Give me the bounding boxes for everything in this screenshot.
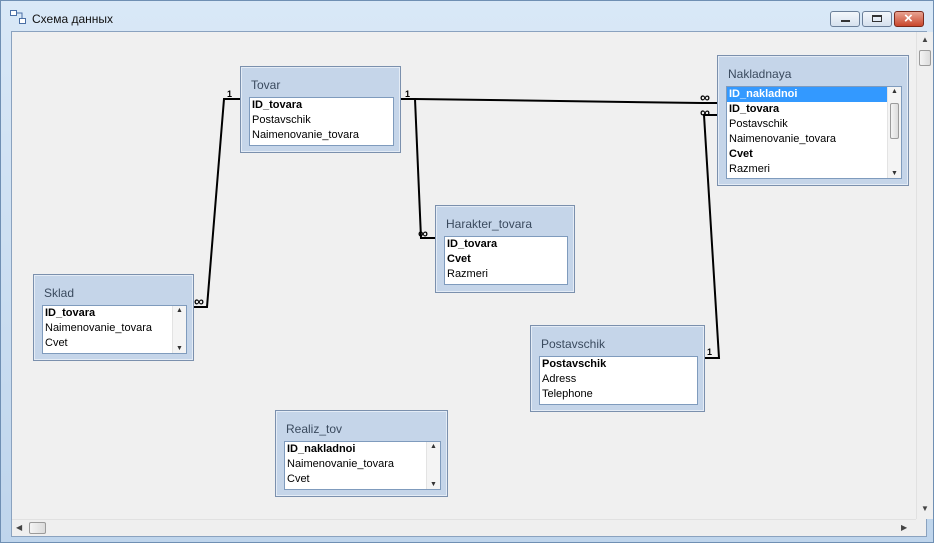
- relationships-icon: [10, 10, 26, 24]
- table-postavschik[interactable]: Postavschik Postavschik Adress Telephone: [530, 325, 705, 412]
- close-icon: ×: [904, 10, 913, 27]
- field-list-scrollbar[interactable]: ▲ ▼: [887, 87, 901, 178]
- field-item[interactable]: Postavschik: [729, 118, 788, 130]
- field-item[interactable]: ID_nakladnoi: [287, 443, 356, 455]
- field-list-scrollbar[interactable]: ▲ ▼: [426, 442, 440, 489]
- scroll-up-arrow-icon[interactable]: ▲: [921, 35, 929, 44]
- field-item[interactable]: Razmeri: [447, 268, 488, 280]
- field-list[interactable]: ID_nakladnoi ID_tovara Postavschik Naime…: [726, 86, 902, 179]
- field-item[interactable]: Naimenovanie_tovara: [252, 129, 360, 141]
- field-list-scrollbar[interactable]: ▲ ▼: [172, 306, 186, 353]
- scroll-up-arrow-icon[interactable]: ▲: [430, 443, 437, 450]
- field-item[interactable]: Postavschik: [542, 358, 607, 370]
- field-item[interactable]: Razmeri: [729, 163, 770, 175]
- close-button[interactable]: ×: [894, 10, 924, 27]
- field-item[interactable]: Cvet: [45, 337, 68, 349]
- field-item[interactable]: Naimenovanie_tovara: [287, 458, 395, 470]
- scroll-up-arrow-icon[interactable]: ▲: [891, 88, 898, 95]
- relation-one-label: 1: [405, 89, 411, 99]
- scroll-right-arrow-icon[interactable]: ▶: [901, 523, 908, 532]
- scroll-down-arrow-icon[interactable]: ▼: [891, 170, 898, 177]
- maximize-button[interactable]: [862, 11, 892, 27]
- field-item[interactable]: Telephone: [542, 388, 593, 400]
- scroll-down-arrow-icon[interactable]: ▼: [430, 481, 437, 488]
- table-nakladnaya[interactable]: Nakladnaya ID_nakladnoi ID_tovara Postav…: [717, 55, 909, 186]
- field-item[interactable]: Postavschik: [252, 114, 311, 126]
- table-harakter-tovara[interactable]: Harakter_tovara ID_tovara Cvet Razmeri: [435, 205, 575, 293]
- scroll-down-arrow-icon[interactable]: ▼: [176, 345, 183, 352]
- field-item[interactable]: ID_nakladnoi: [727, 87, 901, 102]
- relation-line-tovar-nakladnaya: [400, 98, 718, 104]
- field-item[interactable]: Naimenovanie_tovara: [729, 133, 837, 145]
- field-item[interactable]: ID_tovara: [45, 307, 96, 319]
- table-tovar[interactable]: Tovar ID_tovara Postavschik Naimenovanie…: [240, 66, 401, 153]
- scroll-thumb[interactable]: [890, 103, 899, 139]
- title-bar[interactable]: Схема данных ×: [1, 1, 933, 31]
- field-item[interactable]: Adress: [542, 373, 577, 385]
- field-item[interactable]: Cvet: [447, 253, 471, 265]
- relation-one-label: 1: [227, 89, 233, 99]
- relation-line-postavschik-nakladnaya: [702, 114, 721, 359]
- vertical-scroll-thumb[interactable]: [919, 50, 931, 66]
- scroll-up-arrow-icon[interactable]: ▲: [176, 307, 183, 314]
- table-title: Nakladnaya: [728, 67, 792, 81]
- field-item[interactable]: ID_tovara: [447, 238, 498, 250]
- relation-line-tovar-sklad: [193, 98, 240, 308]
- relation-many-label: ∞: [418, 225, 428, 241]
- relation-many-label: ∞: [700, 104, 710, 120]
- field-list[interactable]: ID_nakladnoi Naimenovanie_tovara Cvet ▲ …: [284, 441, 441, 490]
- horizontal-scrollbar[interactable]: ◀ ▶: [12, 519, 916, 536]
- field-list[interactable]: Postavschik Adress Telephone: [539, 356, 698, 405]
- table-title: Tovar: [251, 78, 281, 92]
- scroll-down-arrow-icon[interactable]: ▼: [921, 504, 929, 513]
- diagram-canvas[interactable]: 1 1 ∞ ∞ ∞ ∞ 1 Tovar ID_tovara Postavschi…: [11, 31, 933, 537]
- table-title: Sklad: [44, 286, 75, 300]
- relationship-lines: [193, 98, 721, 359]
- relation-many-label: ∞: [700, 89, 710, 105]
- table-realiz-tov[interactable]: Realiz_tov ID_nakladnoi Naimenovanie_tov…: [275, 410, 448, 497]
- field-item[interactable]: Cvet: [287, 473, 310, 485]
- field-item[interactable]: ID_tovara: [252, 99, 303, 111]
- vertical-scrollbar[interactable]: ▲ ▼: [916, 32, 933, 519]
- relation-many-label: ∞: [194, 293, 204, 309]
- field-list[interactable]: ID_tovara Naimenovanie_tovara Cvet ▲ ▼: [42, 305, 187, 354]
- table-title: Postavschik: [541, 337, 606, 351]
- window-title: Схема данных: [32, 12, 114, 26]
- field-item[interactable]: Naimenovanie_tovara: [45, 322, 153, 334]
- scroll-left-arrow-icon[interactable]: ◀: [16, 523, 23, 532]
- scroll-corner: [916, 519, 926, 536]
- maximize-icon: [872, 15, 882, 22]
- field-item[interactable]: Cvet: [729, 148, 753, 160]
- table-sklad[interactable]: Sklad ID_tovara Naimenovanie_tovara Cvet…: [33, 274, 194, 361]
- field-item[interactable]: ID_tovara: [729, 103, 780, 115]
- table-title: Harakter_tovara: [446, 217, 533, 231]
- field-list[interactable]: ID_tovara Postavschik Naimenovanie_tovar…: [249, 97, 394, 146]
- field-list[interactable]: ID_tovara Cvet Razmeri: [444, 236, 568, 285]
- relation-one-label: 1: [707, 347, 713, 357]
- minimize-icon: [841, 20, 850, 22]
- horizontal-scroll-thumb[interactable]: [29, 522, 46, 534]
- minimize-button[interactable]: [830, 11, 860, 27]
- relation-line-tovar-harakter: [400, 98, 435, 239]
- table-title: Realiz_tov: [286, 422, 343, 436]
